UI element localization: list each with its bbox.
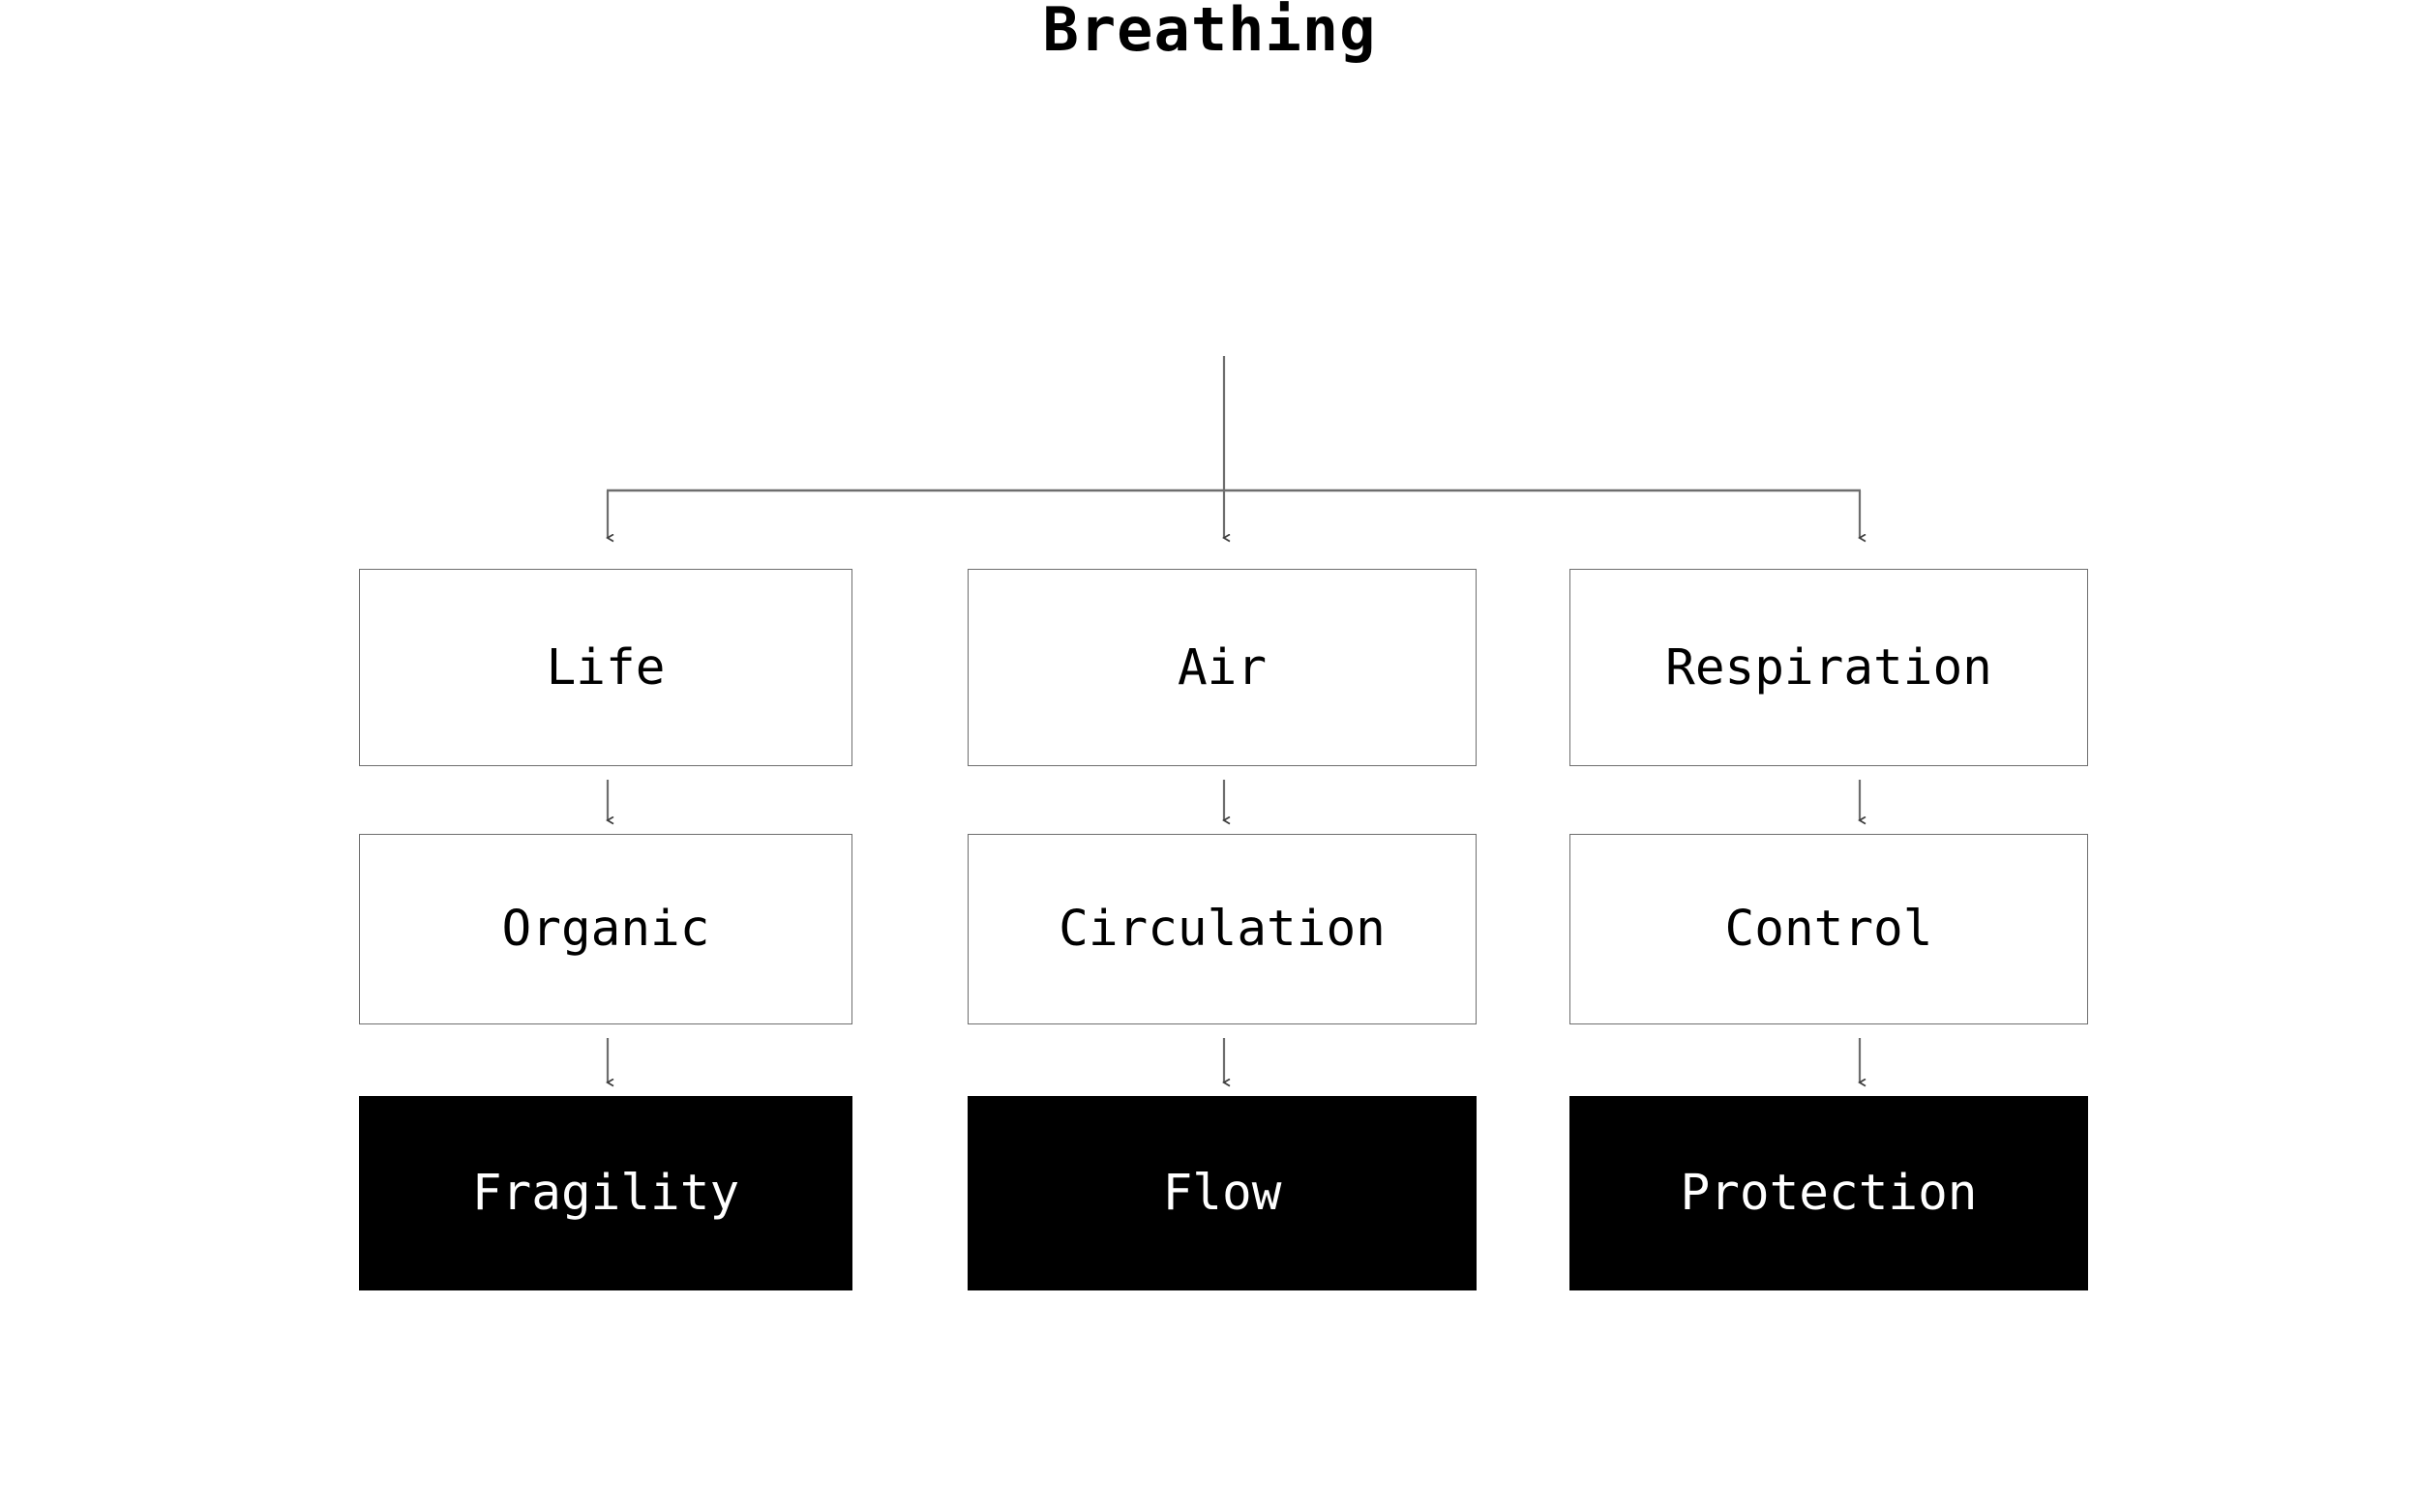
node-col2-level3[interactable]: Protection <box>1569 1096 2088 1290</box>
node-col1-level1[interactable]: Air <box>968 569 1477 766</box>
node-col0-level2[interactable]: Organic <box>359 834 852 1024</box>
node-col0-level3[interactable]: Fragility <box>359 1096 852 1290</box>
node-col0-level1[interactable]: Life <box>359 569 852 766</box>
node-col1-level3[interactable]: Flow <box>968 1096 1477 1290</box>
node-col2-level1[interactable]: Respiration <box>1569 569 2088 766</box>
node-col1-level2[interactable]: Circulation <box>968 834 1477 1024</box>
node-col2-level2[interactable]: Control <box>1569 834 2088 1024</box>
page-title: Breathing <box>1042 0 1377 65</box>
